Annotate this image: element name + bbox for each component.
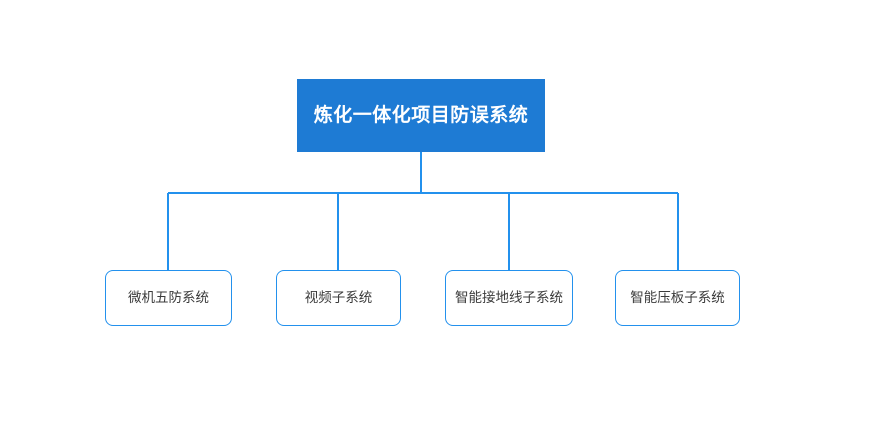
child-node-weijiwufang[interactable]: 微机五防系统: [105, 270, 232, 326]
child-node-zhinengyaban[interactable]: 智能压板子系统: [615, 270, 740, 326]
child-node-label: 视频子系统: [304, 289, 373, 306]
child-node-label: 智能接地线子系统: [455, 289, 563, 306]
child-node-shipin[interactable]: 视频子系统: [276, 270, 401, 326]
root-node[interactable]: 炼化一体化项目防误系统: [297, 79, 545, 152]
child-node-zhinengjiedixian[interactable]: 智能接地线子系统: [445, 270, 573, 326]
child-node-label: 智能压板子系统: [630, 289, 725, 306]
child-node-label: 微机五防系统: [128, 289, 209, 306]
root-node-label: 炼化一体化项目防误系统: [313, 104, 529, 127]
